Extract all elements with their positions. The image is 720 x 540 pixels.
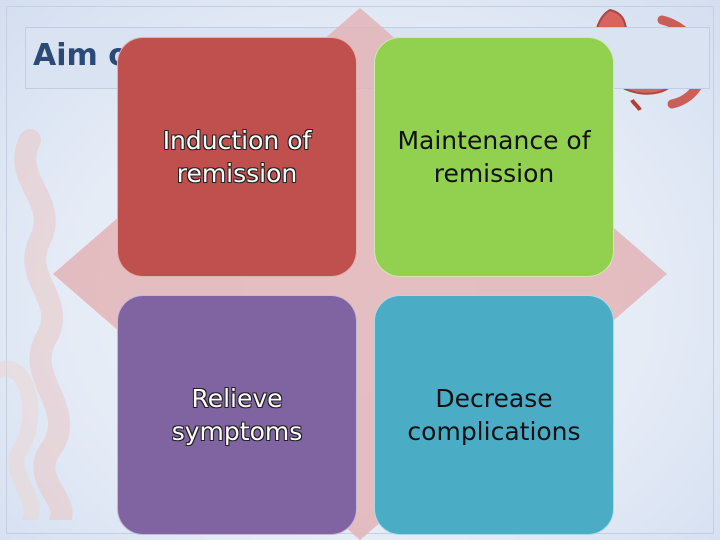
quadrant-label: Maintenance of remission xyxy=(397,126,591,188)
quadrant-decrease-complications: Decrease complications xyxy=(374,295,614,535)
quadrant-induction-of-remission: Induction of remission xyxy=(117,37,357,277)
quadrant-relieve-symptoms: Relieve symptoms xyxy=(117,295,357,535)
quadrant-label: Induction of remission xyxy=(162,126,312,188)
quadrant-maintenance-of-remission: Maintenance of remission xyxy=(374,37,614,277)
quadrant-label: Decrease complications xyxy=(407,384,581,446)
intestine-illustration-left xyxy=(0,129,73,520)
quadrant-label: Relieve symptoms xyxy=(171,384,303,446)
